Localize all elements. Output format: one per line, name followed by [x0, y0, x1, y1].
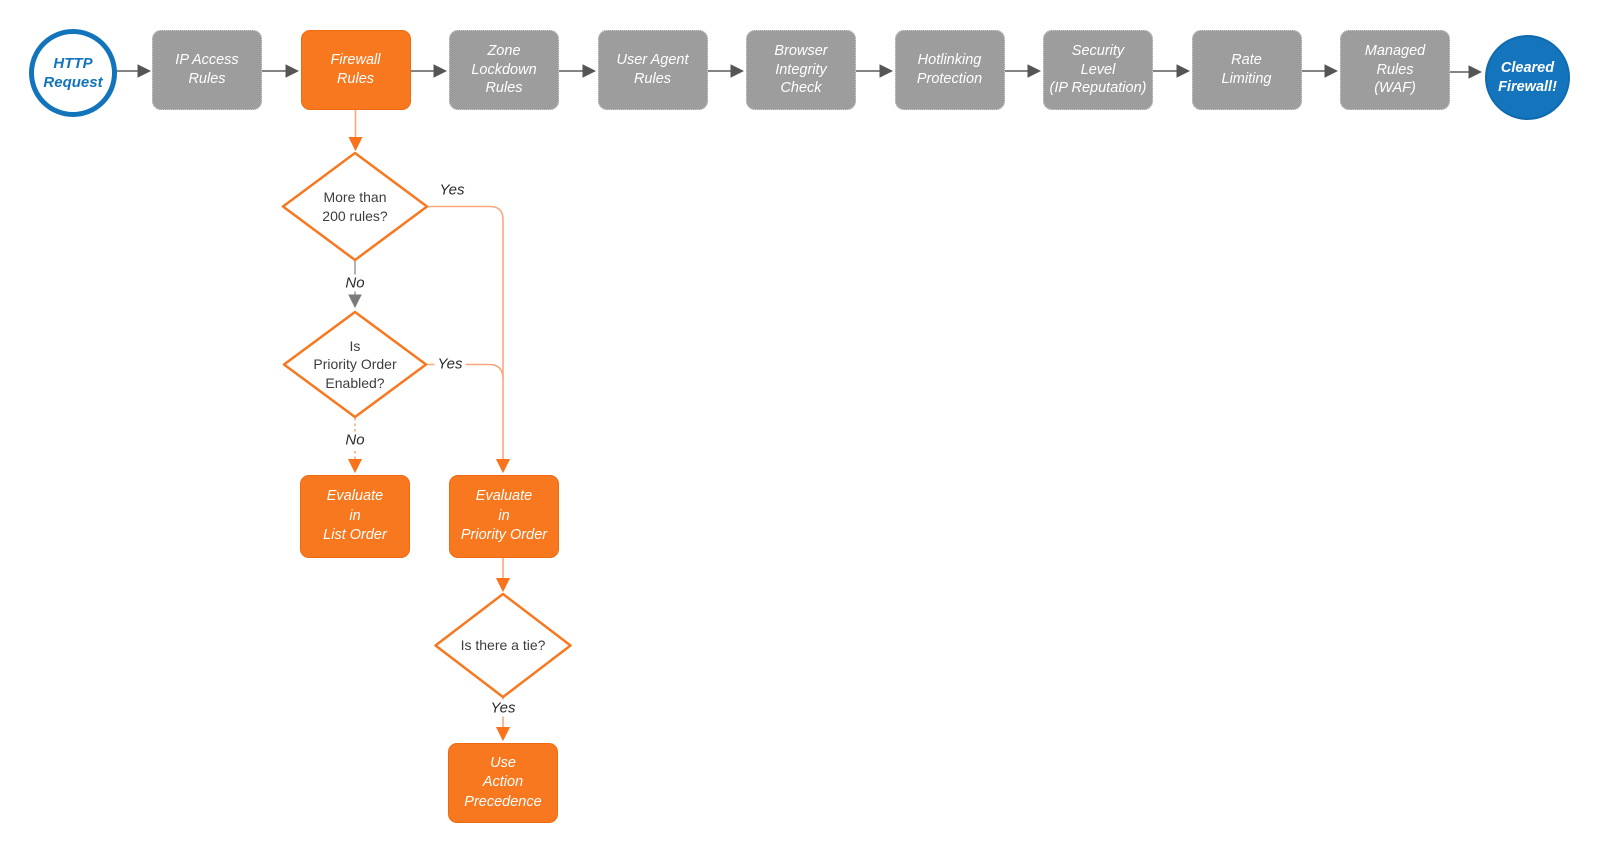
action-use-action-precedence: Use Action Precedence [448, 743, 558, 823]
edge-yes-priority-order [426, 363, 504, 379]
decision-is-there-a-tie [434, 592, 572, 699]
decision-priority-order-enabled [282, 310, 428, 419]
decision-priority-order-enabled-label: Is Priority Order Enabled? [313, 338, 397, 391]
stage-hotlinking-protection: Hotlinking Protection [894, 30, 1005, 110]
action-evaluate-in-list-order: Evaluate in List Order [300, 475, 410, 558]
edge-yes-200-rules [427, 205, 511, 474]
edge-label-yes-200-rules: Yes [439, 181, 465, 199]
stage-rate-limiting: Rate Limiting [1191, 30, 1302, 110]
start-node-http-request: HTTP Request [29, 29, 117, 117]
stage-firewall-rules: Firewall Rules [300, 30, 411, 110]
edge-label-no-200-rules: No [342, 274, 368, 292]
stage-ip-access-rules: IP Access Rules [152, 30, 262, 110]
end-node-cleared-firewall: Cleared Firewall! [1485, 35, 1570, 120]
stage-zone-lockdown-rules: Zone Lockdown Rules [449, 30, 559, 110]
decision-is-there-a-tie-label: Is there a tie? [460, 637, 546, 654]
decision-more-than-200-rules [281, 151, 429, 262]
stage-browser-integrity-check: Browser Integrity Check [746, 30, 856, 110]
start-node-label: HTTP Request [43, 54, 103, 92]
stage-security-level: Security Level (IP Reputation) [1043, 30, 1153, 110]
end-node-label: Cleared Firewall! [1498, 59, 1557, 95]
edge-label-no-priority-order: No [342, 431, 368, 449]
decision-more-than-200-rules-label: More than 200 rules? [322, 189, 388, 224]
edge-label-yes-priority-order: Yes [434, 355, 466, 373]
action-evaluate-in-priority-order: Evaluate in Priority Order [449, 475, 559, 558]
stage-managed-rules-waf: Managed Rules (WAF) [1340, 30, 1450, 110]
edge-label-yes-tie: Yes [487, 699, 519, 717]
stage-user-agent-rules: User Agent Rules [597, 30, 708, 110]
